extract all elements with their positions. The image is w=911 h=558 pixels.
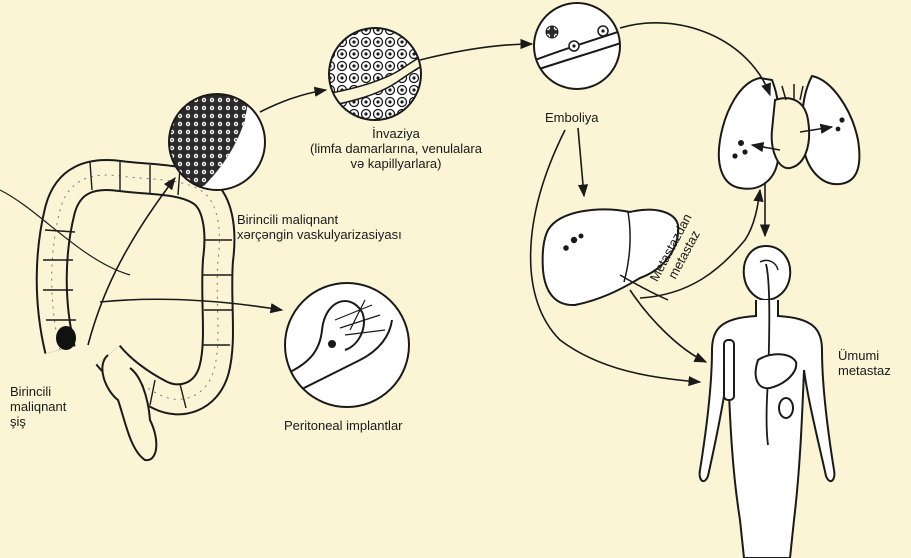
label-general-metastasis-line1: Ümumi	[838, 348, 891, 363]
label-vascularization-line1: Birincili maliqnant	[237, 212, 402, 227]
label-embolism: Emboliya	[545, 110, 598, 125]
label-invasion: İnvaziya (limfa damarlarına, venulalara …	[310, 126, 482, 171]
label-invasion-line1: İnvaziya	[310, 126, 482, 141]
label-primary-tumor-line1: Birincili	[10, 384, 66, 399]
label-primary-tumor: Birincili maliqnant şiş	[10, 384, 66, 429]
human-body	[700, 246, 835, 558]
label-vascularization-line2: xərçəngin vaskulyarizasiyası	[237, 227, 402, 242]
embolism-circle	[530, 3, 630, 89]
label-peritoneal: Peritoneal implantlar	[284, 418, 403, 433]
colon	[52, 175, 220, 399]
peritoneal-circle	[285, 283, 409, 407]
label-general-metastasis-line2: metastaz	[838, 363, 891, 378]
label-vascularization: Birincili maliqnant xərçəngin vaskulyari…	[237, 212, 402, 242]
lungs	[719, 76, 860, 189]
label-invasion-line2: (limfa damarlarına, venulalara	[310, 141, 482, 156]
label-primary-tumor-line3: şiş	[10, 414, 66, 429]
label-primary-tumor-line2: maliqnant	[10, 399, 66, 414]
invasion-circle	[320, 20, 440, 140]
primary-tumor	[56, 326, 76, 350]
label-invasion-line3: və kapillyarlara)	[310, 156, 482, 171]
label-general-metastasis: Ümumi metastaz	[838, 348, 891, 378]
